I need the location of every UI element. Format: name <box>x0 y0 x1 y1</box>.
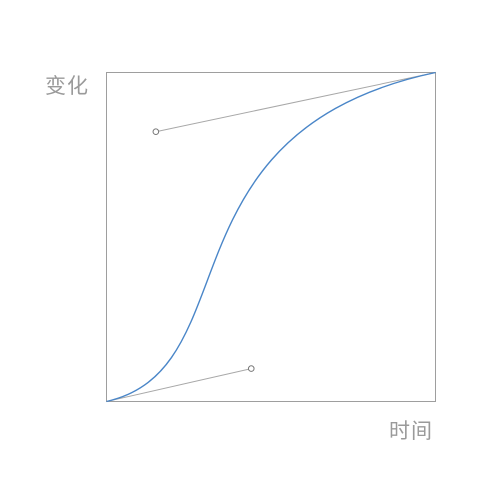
plot-frame <box>106 72 436 402</box>
control-handle-line-start <box>106 368 252 402</box>
control-point-1[interactable] <box>247 365 255 372</box>
y-axis-label: 变化 <box>45 74 89 98</box>
control-point-2[interactable] <box>152 128 160 136</box>
control-handle-line-end <box>155 72 436 133</box>
easing-curve <box>106 71 436 403</box>
x-axis-label: 时间 <box>389 419 433 443</box>
